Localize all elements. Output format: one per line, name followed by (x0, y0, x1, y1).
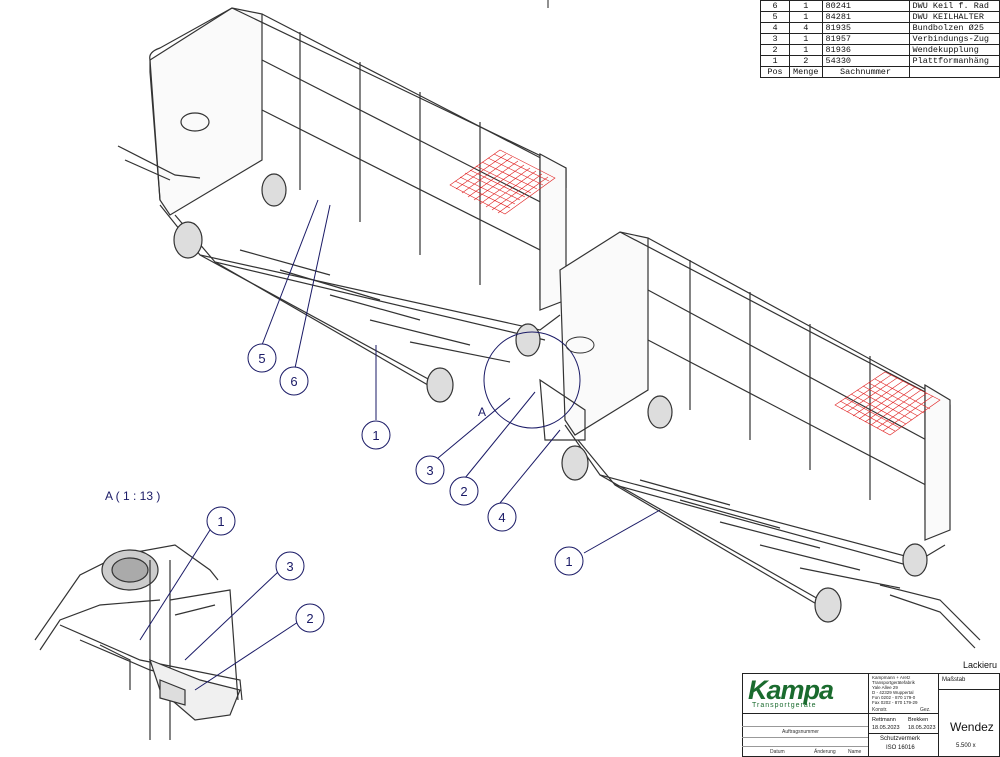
balloon-6: 6 (279, 366, 309, 396)
parts-header-desc (908, 66, 1000, 78)
parts-cell-pos: 4 (760, 22, 790, 34)
name-label: Name (848, 749, 862, 755)
konstr-label: Konstr. (872, 707, 888, 713)
balloon-1-lower: 1 (554, 546, 584, 576)
parts-cell-number: 54330 (821, 55, 910, 67)
parts-cell-pos: 3 (760, 33, 790, 45)
parts-cell-pos: 1 (760, 55, 790, 67)
balloon-1-upper: 1 (361, 420, 391, 450)
parts-cell-qty: 1 (789, 33, 823, 45)
trailer-2 (539, 231, 981, 649)
parts-cell-desc: DWU KEILHALTER (908, 11, 1000, 23)
lackier-label: Lackieru (963, 660, 998, 670)
svg-text:2: 2 (460, 484, 467, 499)
parts-cell-number: 81936 (821, 44, 910, 56)
svg-text:3: 3 (426, 463, 433, 478)
aenderung-label: Änderung (814, 749, 836, 755)
balloon-detail-3: 3 (275, 551, 305, 581)
balloon-detail-1: 1 (206, 506, 236, 536)
logo-subtitle: Transportgeräte (752, 702, 817, 709)
trailer-1 (117, 7, 567, 403)
balloon-2: 2 (449, 476, 479, 506)
detail-circle (483, 331, 581, 429)
parts-cell-desc: DWU Keil f. Rad (908, 0, 1000, 12)
parts-cell-qty: 1 (789, 44, 823, 56)
svg-text:4: 4 (498, 510, 505, 525)
svg-text:2: 2 (306, 611, 313, 626)
parts-cell-desc: Plattformanhäng (908, 55, 1000, 67)
parts-cell-number: 84281 (821, 11, 910, 23)
parts-cell-qty: 1 (789, 0, 823, 12)
detail-view (34, 544, 243, 740)
balloon-4: 4 (487, 502, 517, 532)
detail-marker: A (478, 405, 486, 419)
parts-header-number: Sachnummer (821, 66, 910, 78)
svg-text:1: 1 (372, 428, 379, 443)
balloon-5: 5 (247, 343, 277, 373)
schutzvermerk-label: Schutzvermerk (880, 736, 921, 742)
svg-text:6: 6 (290, 374, 297, 389)
auftragsnummer-label: Auftragsnummer (782, 729, 819, 735)
parts-cell-desc: Verbindungs-Zug (908, 33, 1000, 45)
parts-cell-pos: 5 (760, 11, 790, 23)
svg-text:3: 3 (286, 559, 293, 574)
massstab-label: Maßstab (942, 677, 966, 683)
parts-header-pos: Pos (760, 66, 790, 78)
mesh-floor-2 (834, 371, 941, 436)
gez-label: Gez. (920, 707, 931, 713)
balloon-3: 3 (415, 455, 445, 485)
parts-cell-qty: 2 (789, 55, 823, 67)
parts-cell-pos: 2 (760, 44, 790, 56)
drawing-size: 5.500 x (956, 743, 976, 749)
parts-cell-pos: 6 (760, 0, 790, 12)
title-block: Kampa Transportgeräte Kampmann + Aretz T… (742, 673, 1000, 757)
detail-label: A ( 1 : 13 ) (105, 489, 160, 503)
logo-box: Kampa Transportgeräte (742, 673, 869, 714)
mesh-floor-1 (449, 149, 556, 215)
parts-cell-number: 81935 (821, 22, 910, 34)
svg-text:1: 1 (565, 554, 572, 569)
drawing-title: Wendez (950, 720, 994, 734)
name-konstr: Rettmann (872, 717, 896, 723)
parts-cell-desc: Bundbolzen Ø25 (908, 22, 1000, 34)
date-konstr: 18.05.2023 (872, 725, 900, 731)
datum-label: Datum (770, 749, 785, 755)
parts-header-qty: Menge (789, 66, 823, 78)
date-gez: 18.05.2023 (908, 725, 936, 731)
parts-cell-qty: 1 (789, 11, 823, 23)
iso-label: ISO 16016 (886, 745, 915, 751)
name-gez: Brekken (908, 717, 929, 723)
parts-cell-desc: Wendekupplung (908, 44, 1000, 56)
parts-cell-number: 80241 (821, 0, 910, 12)
company-address: Kampmann + Aretz Transportgerätefabrik Y… (872, 675, 918, 705)
svg-text:5: 5 (258, 351, 265, 366)
balloon-detail-2: 2 (295, 603, 325, 633)
parts-cell-number: 81957 (821, 33, 910, 45)
kampa-logo: Kampa (748, 675, 834, 705)
parts-cell-qty: 4 (789, 22, 823, 34)
svg-text:1: 1 (217, 514, 224, 529)
